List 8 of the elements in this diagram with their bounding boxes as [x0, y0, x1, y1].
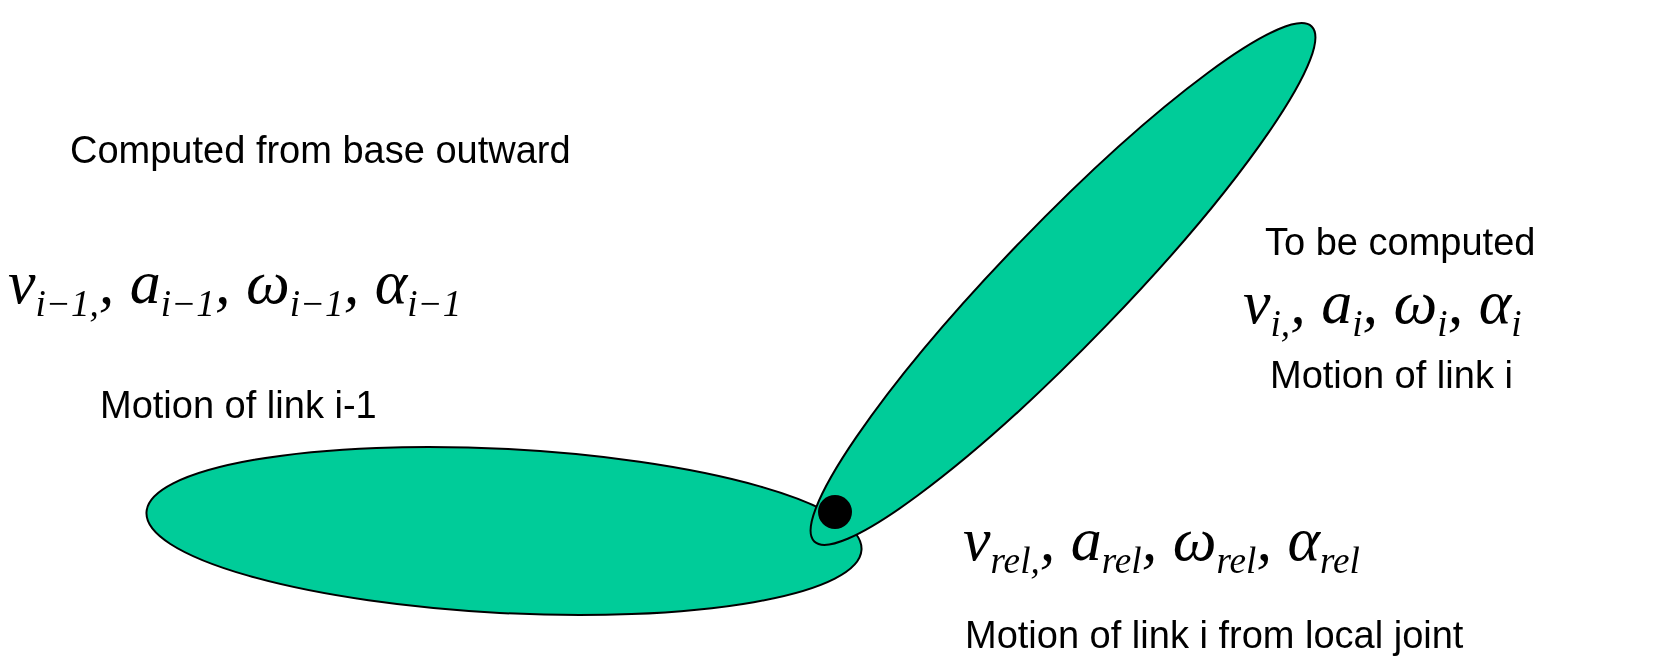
formula-text: v$_{i−1,}$, a$_{i−1}$, ω$_{i−1}$, α$_{i−1}$ — [8, 248, 462, 326]
caption-text: Motion of link i-1 — [100, 385, 377, 427]
formula-text: v$_{rel,}$, a$_{rel}$, ω$_{rel}$, α$_{rel}$ — [963, 505, 1360, 583]
note-text: Computed from base outward — [70, 130, 571, 172]
formula-text: v$_{i,}$, a$_{i}$, ω$_{i}$, α$_{i}$ — [1243, 268, 1522, 346]
caption-text: Motion of link i from local joint — [965, 615, 1464, 657]
caption-text: Motion of link i — [1270, 355, 1513, 397]
note-text: To be computed — [1265, 222, 1536, 264]
